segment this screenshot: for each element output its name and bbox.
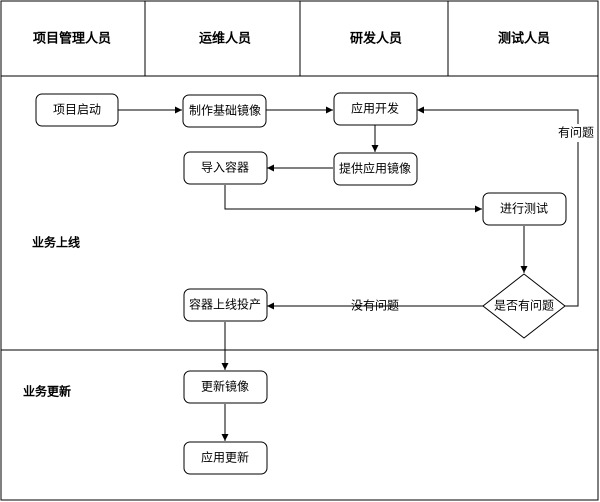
node-update-image: 更新镜像 [183,370,268,404]
node-container-go-live: 容器上线投产 [183,288,268,322]
edge-import-to-test [224,185,482,213]
edge-label-no-problem: 没有问题 [351,298,399,313]
node-app-update: 应用更新 [183,441,268,475]
node-provide-app-image: 提供应用镜像 [333,152,418,186]
node-container-go-live-label: 容器上线投产 [189,297,261,312]
node-app-update-label: 应用更新 [201,450,249,465]
header-pm: 项目管理人员 [33,31,111,47]
header-ops: 运维人员 [199,31,251,47]
lane-business-update: 业务更新 [23,384,71,399]
node-provide-app-image-label: 提供应用镜像 [339,161,411,176]
node-run-test: 进行测试 [482,192,567,226]
node-has-problem-label: 是否有问题 [494,299,554,313]
node-project-start: 项目启动 [35,93,119,127]
node-run-test-label: 进行测试 [500,201,548,216]
node-import-container: 导入容器 [183,151,268,185]
header-dev: 研发人员 [350,31,402,47]
node-has-problem-decision: 是否有问题 [482,273,566,339]
node-make-base-image: 制作基础镜像 [182,94,267,128]
header-test: 测试人员 [498,31,550,47]
lane-business-launch: 业务上线 [32,235,80,250]
node-app-dev: 应用开发 [333,92,418,126]
node-app-dev-label: 应用开发 [351,101,399,116]
edge-decision-has-problem [417,106,579,307]
node-update-image-label: 更新镜像 [201,379,249,394]
node-import-container-label: 导入容器 [201,160,249,175]
node-project-start-label: 项目启动 [53,103,101,117]
edge-label-has-problem: 有问题 [558,126,594,140]
node-make-base-image-label: 制作基础镜像 [189,103,261,118]
edge-label-bg [556,124,596,142]
